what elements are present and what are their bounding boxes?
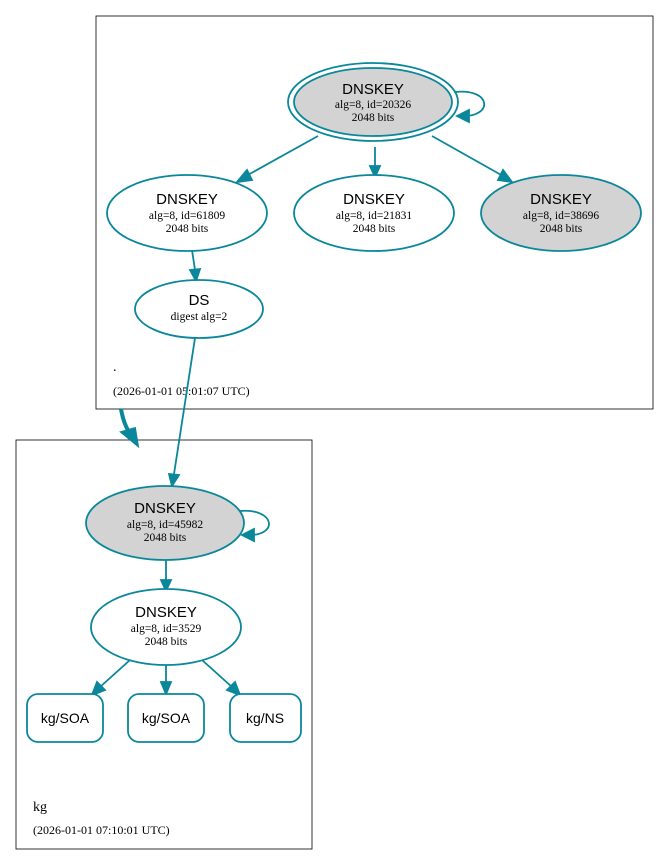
node-detail: 2048 bits	[353, 223, 396, 235]
arrowhead	[368, 165, 382, 180]
root-zone-name: .	[113, 360, 117, 375]
arrowhead	[239, 527, 255, 543]
dnskey-node-38696: DNSKEY alg=8, id=38696 2048 bits	[480, 174, 642, 252]
arrowhead	[159, 579, 173, 594]
rrset-node-soa-2: kg/SOA	[127, 693, 205, 743]
arrowhead	[159, 681, 173, 697]
arrowhead	[90, 680, 107, 697]
node-title: DNSKEY	[156, 191, 218, 208]
root-zone-timestamp: (2026-01-01 05:01:07 UTC)	[113, 384, 250, 398]
node-detail: 2048 bits	[166, 223, 209, 235]
arrowhead	[496, 168, 515, 184]
edge-ksk-to-zsk-61809	[245, 135, 319, 177]
dnskey-node-61809: DNSKEY alg=8, id=61809 2048 bits	[106, 174, 268, 252]
node-detail: 2048 bits	[144, 532, 187, 544]
edge-zsk-to-ns	[201, 659, 233, 688]
arrowhead	[225, 680, 242, 697]
arrowhead	[167, 472, 181, 489]
rrset-label: kg/SOA	[142, 710, 191, 726]
node-detail: digest alg=2	[171, 311, 228, 323]
rrset-node-soa-1: kg/SOA	[26, 693, 104, 743]
delegation-arrowhead	[119, 426, 140, 449]
dnskey-node-45982: DNSKEY alg=8, id=45982 2048 bits	[85, 485, 245, 561]
node-detail: 2048 bits	[540, 223, 583, 235]
arrowhead	[454, 108, 470, 124]
node-title: DS	[189, 292, 210, 309]
node-detail: alg=8, id=45982	[127, 519, 203, 531]
dnskey-node-21831: DNSKEY alg=8, id=21831 2048 bits	[293, 174, 455, 252]
edge-ds-to-kg-ksk	[173, 337, 196, 475]
ds-node: DS digest alg=2	[134, 279, 264, 339]
rrset-label: kg/SOA	[41, 710, 90, 726]
node-detail: alg=8, id=21831	[336, 210, 412, 222]
node-title: DNSKEY	[530, 191, 592, 208]
edge-ksk-to-ksk-38696	[431, 135, 504, 177]
node-detail: 2048 bits	[352, 112, 395, 124]
dnskey-node-3529: DNSKEY alg=8, id=3529 2048 bits	[90, 588, 242, 666]
node-detail: alg=8, id=20326	[335, 99, 411, 111]
node-detail: alg=8, id=3529	[131, 623, 202, 635]
node-detail: alg=8, id=38696	[523, 210, 599, 222]
edge-dnskey-61809-to-ds	[191, 249, 196, 271]
node-title: DNSKEY	[342, 81, 404, 98]
arrowhead	[234, 168, 254, 184]
kg-zone-name: kg	[33, 800, 47, 815]
arrowhead	[188, 267, 202, 284]
kg-zone-timestamp: (2026-01-01 07:10:01 UTC)	[33, 823, 170, 837]
node-title: DNSKEY	[134, 500, 196, 517]
rrset-label: kg/NS	[246, 710, 284, 726]
edge-zsk-to-soa-1	[99, 659, 131, 688]
dnskey-node-20326: DNSKEY alg=8, id=20326 2048 bits	[287, 62, 459, 142]
node-detail: 2048 bits	[145, 636, 188, 648]
node-detail: alg=8, id=61809	[149, 210, 225, 222]
node-title: DNSKEY	[343, 191, 405, 208]
node-title: DNSKEY	[135, 604, 197, 621]
rrset-node-ns: kg/NS	[229, 693, 302, 743]
